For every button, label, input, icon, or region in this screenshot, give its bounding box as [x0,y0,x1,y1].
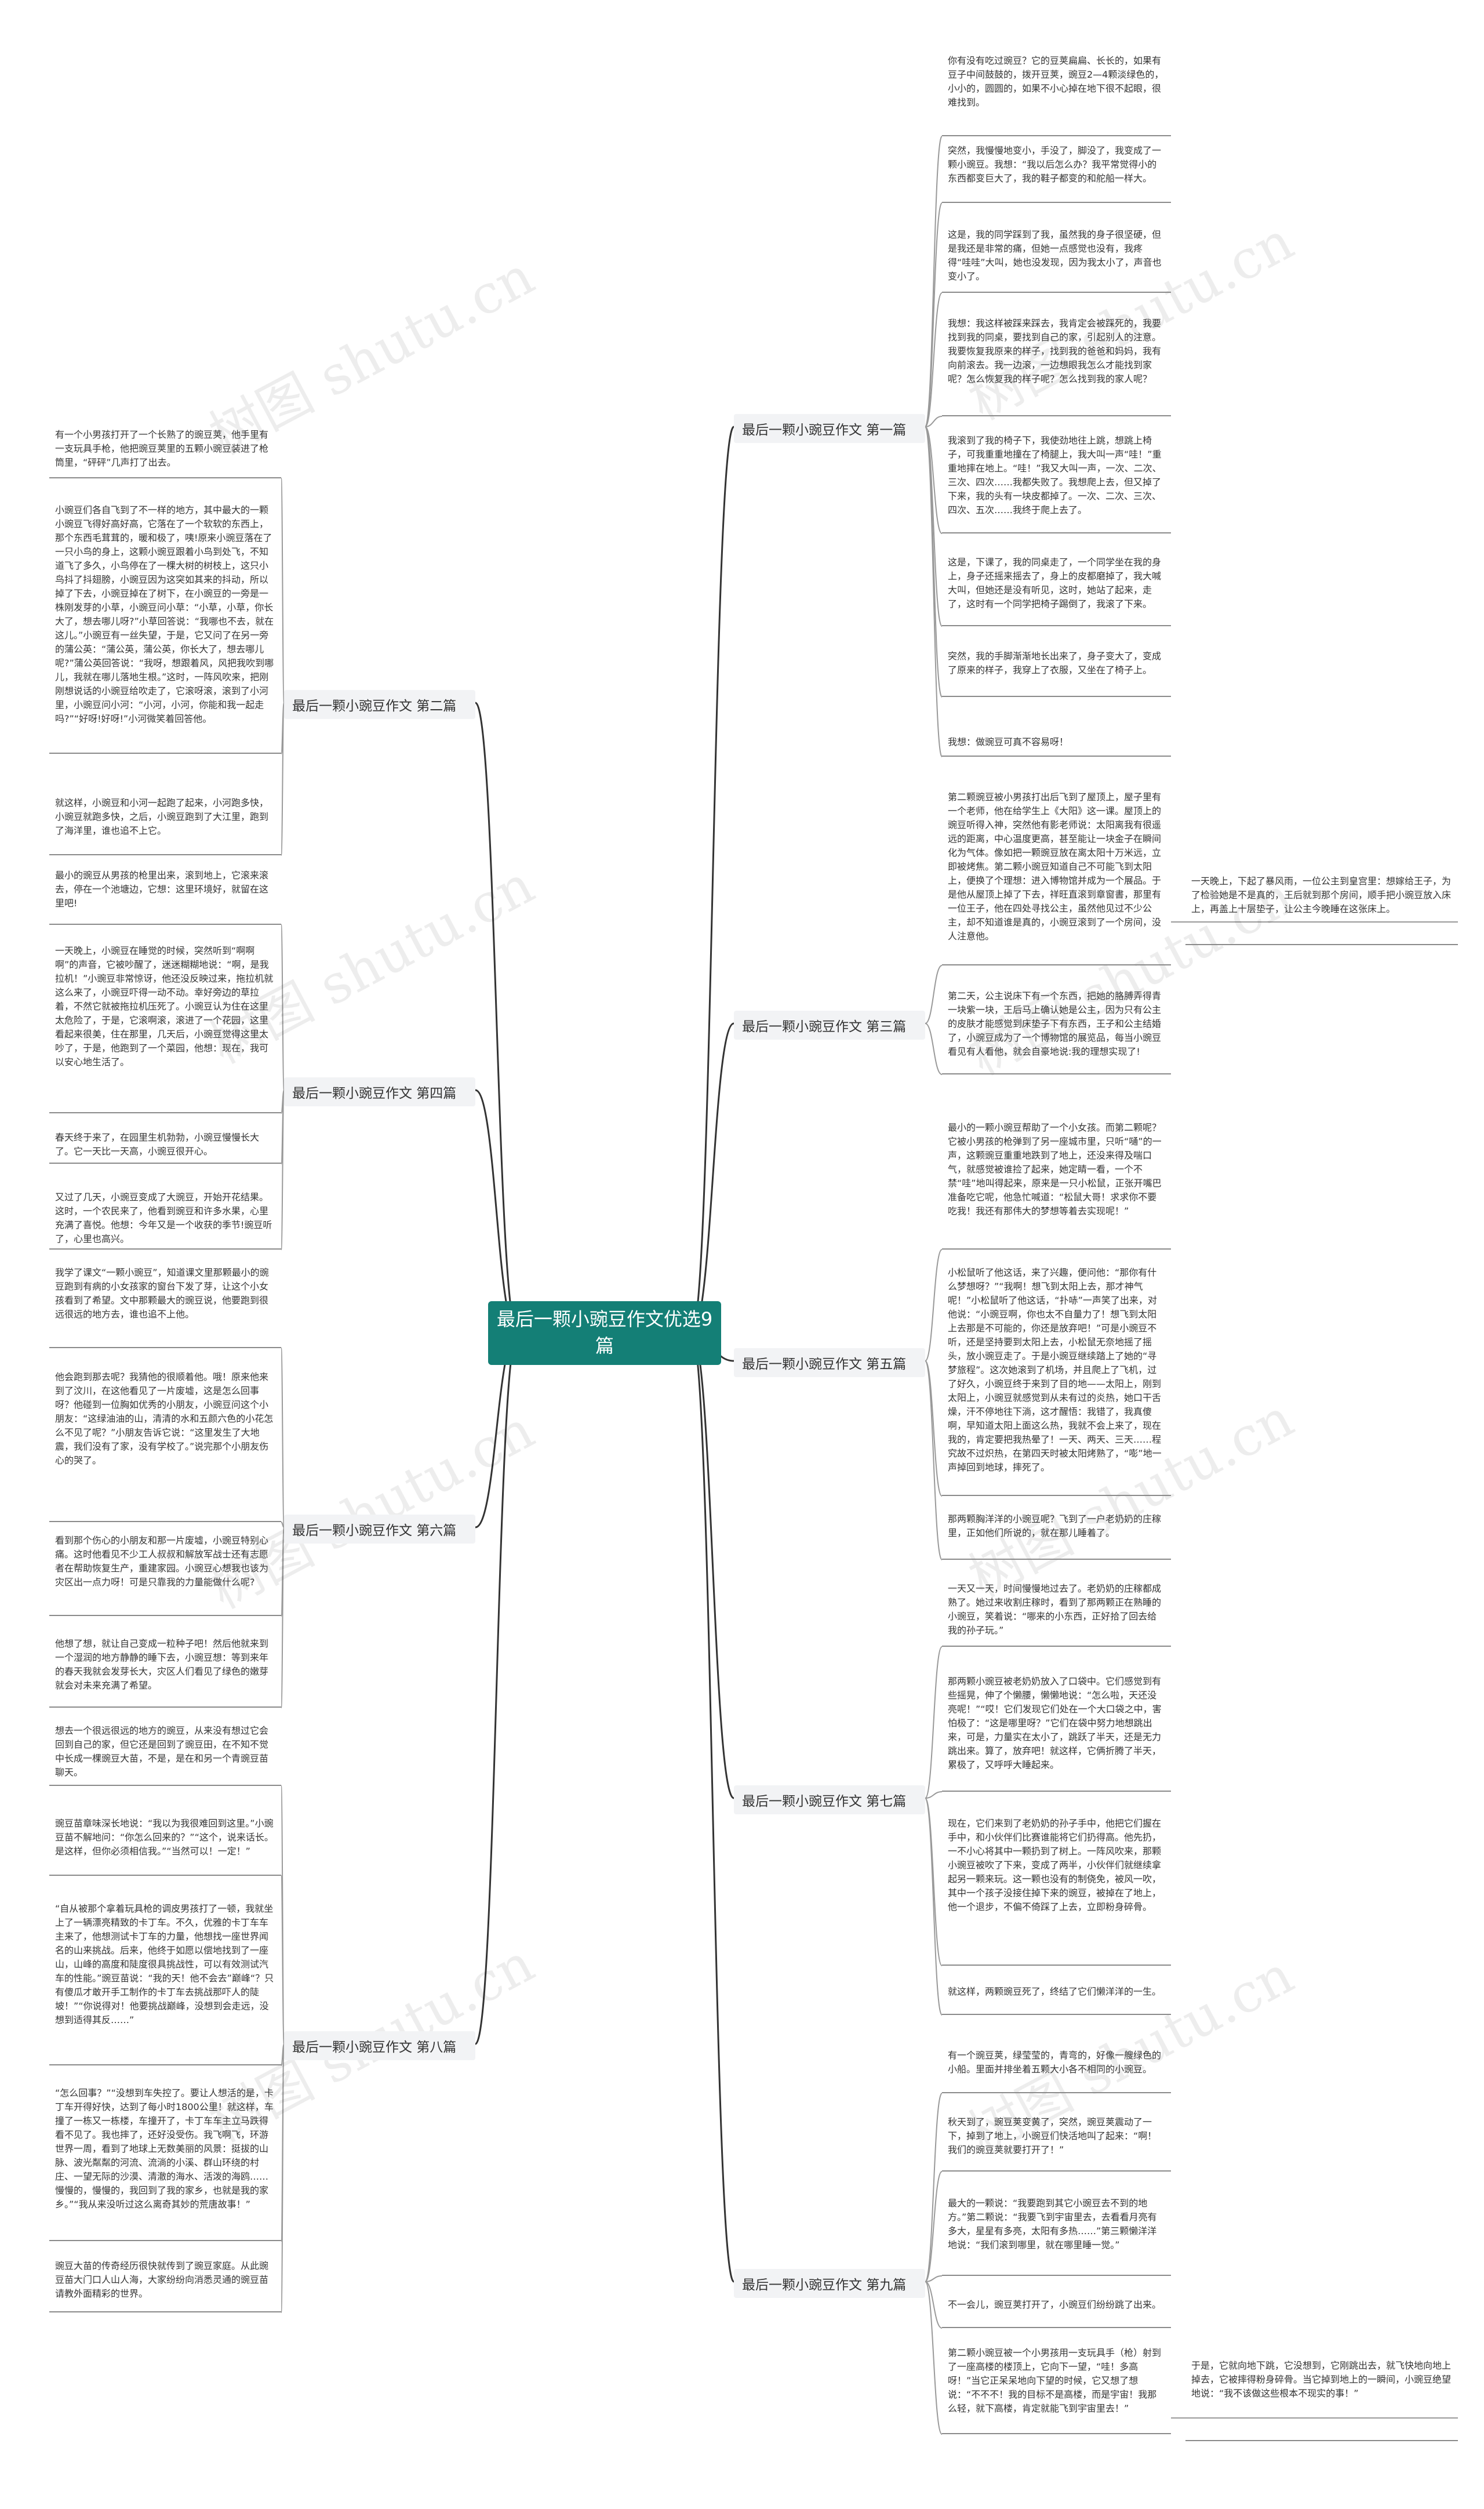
branch-topic-6[interactable]: 最后一颗小豌豆作文 第六篇 [284,1515,475,1544]
leaf-card[interactable]: “怎么回事？”“没想到车失控了。要让人想活的是，卡丁车开得好快，达到了每小时18… [49,2082,281,2241]
leaf-card[interactable]: 不一会儿，豌豆荚打开了，小豌豆们纷纷跳了出来。 [942,2293,1171,2328]
connector-line [690,426,735,1334]
leaf-card[interactable]: 这是，我的同学踩到了我，虽然我的身子很坚硬，但是我还是非常的痛，但她一点感觉也没… [942,223,1171,293]
leaf-card[interactable]: 最小的一颗小豌豆帮助了一个小女孩。而第二颗呢？它被小男孩的枪弹到了另一座城市里，… [942,1116,1171,1250]
leaf-card[interactable]: 第二颗豌豆被小男孩打出后飞到了屋顶上，屋子里有一个老师，他在给学生上《大阳》这一… [942,786,1171,965]
leaf-card[interactable]: 小豌豆们各自飞到了不一样的地方，其中最大的一颗小豌豆飞得好高好高，它落在了一个软… [49,499,281,754]
branch-topic-5[interactable]: 最后一颗小豌豆作文 第五篇 [734,1348,925,1377]
connector-line [925,1791,943,1799]
leaf-card[interactable]: 春天终于来了，在园里生机勃勃，小豌豆慢慢长大了。它一天比一天高，小豌豆很开心。 [49,1126,281,1164]
leaf-card[interactable]: 豌豆大苗的传奇经历很快就传到了豌豆家庭。从此豌豆苗大门口人山人海，大家纷纷向消悉… [49,2254,281,2312]
leaf-card[interactable]: 一天又一天，时间慢慢地过去了。老奶奶的庄稼都成熟了。她过来收割庄稼时，看到了那两… [942,1577,1171,1647]
connector-line [925,1360,943,1560]
leaf-card[interactable]: 小松鼠听了他这话，来了兴趣，便问他：“那你有什么梦想呀？”“我啊！想飞到太阳上去… [942,1261,1171,1496]
branch-topic-3[interactable]: 最后一颗小豌豆作文 第三篇 [734,1011,925,1040]
root-topic[interactable]: 最后一颗小豌豆作文优选9篇 [488,1301,721,1365]
leaf-card[interactable]: 第二天，公主说床下有一个东西，把她的胳膊弄得青一块紫一块，王后马上确认她是公主，… [942,985,1171,1074]
leaf-card[interactable]: 最小的豌豆从男孩的枪里出来，滚到地上，它滚来滚去，停在一个池塘边，它想：这里环境… [49,864,281,925]
connector-line [281,478,285,703]
connector-line [925,2171,943,2282]
leaf-card[interactable]: 看到那个伤心的小朋友和那一片废墟，小豌豆特别心痛。这时他看见不少工人叔叔和解放军… [49,1529,281,1616]
connector-line [925,2281,943,2329]
connector-line [925,1249,943,1361]
leaf-card[interactable]: 有一个豌豆荚，绿莹莹的，青弯的，好像一艘绿色的小船。里面并排坐着五颗大小各不相同… [942,2044,1171,2093]
connector-line [925,426,943,534]
leaf-card[interactable]: “自从被那个拿着玩具枪的调皮男孩打了一顿，我就坐上了一辆漂亮精致的卡丁车。不久，… [49,1897,281,2065]
connector-line [925,1798,943,2016]
leaf-card[interactable]: 有一个小男孩打开了一个长熟了的豌豆荚，他手里有一支玩具手枪，他把豌豆荚里的五颗小… [49,423,281,478]
leaf-card[interactable]: 他会跑到那去呢？我猜他的很顺着他。哦！原来他来到了汶川，在这他看见了一片废墟，这… [49,1366,281,1522]
leaf-card[interactable]: 那两颗小豌豆被老奶奶放入了口袋中。它们感觉到有些摇晃，伸了个懒腰，懒懒地说：“怎… [942,1670,1171,1792]
leaf-card[interactable]: 就这样，两颗豌豆死了，终结了它们懒洋洋的一生。 [942,1980,1171,2015]
leaf-card[interactable]: 秋天到了，豌豆荚变黄了，突然，豌豆荚震动了一下，掉到了地上，小豌豆们快活地叫了起… [942,2111,1171,2172]
branch-topic-1[interactable]: 最后一颗小豌豆作文 第一篇 [734,414,925,443]
connector-line [925,2275,943,2282]
leaf-card[interactable]: 突然，我慢慢地变小，手没了，脚没了，我变成了一颗小豌豆。我想：“我以后怎么办？我… [942,139,1171,203]
connector-line [925,2281,943,2435]
connector-line [281,1090,285,1250]
branch-topic-4[interactable]: 最后一颗小豌豆作文 第四篇 [284,1077,475,1106]
branch-topic-8[interactable]: 最后一颗小豌豆作文 第八篇 [284,2031,475,2060]
leaf-card[interactable]: 这是，下课了，我的同桌走了，一个同学坐在我的身上，身子还摇来摇去了，身上的皮都磨… [942,551,1171,626]
connector-line [925,1023,943,1075]
connector-line [281,1527,285,1708]
leaf-card[interactable]: 他想了想，就让自己变成一粒种子吧！然后他就来到一个湿润的地方静静的睡下去，小豌豆… [49,1632,281,1708]
connector-line [925,965,943,1024]
leaf-card[interactable]: 现在，它们来到了老奶奶的孙子手中，他把它们握在手中，和小伙伴们比赛谁能将它们扔得… [942,1812,1171,1966]
leaf-card[interactable]: 一天晚上，小豌豆在睡觉的时候，突然听到“啊啊啊”的声音，它被吵醒了，迷迷糊糊地说… [49,939,281,1113]
branch-topic-7[interactable]: 最后一颗小豌豆作文 第七篇 [734,1785,925,1814]
connector-line [925,426,943,698]
connector-line [925,136,943,427]
connector-line [474,702,519,1334]
leaf-card[interactable]: 突然，我的手脚渐渐地长出来了，身子变大了，变成了原来的样子，我穿上了衣服，又坐在… [942,645,1171,697]
leaf-card[interactable]: 又过了几天，小豌豆变成了大豌豆，开始开花结果。这时，一个农民来了，他看到豌豆和许… [49,1186,281,1250]
leaf-card[interactable]: 你有没有吃过豌豆？它的豆荚扁扁、长长的，如果有豆子中间鼓鼓的，拨开豆荚，豌豆2—… [942,49,1171,136]
connector-line [925,1646,943,1799]
leaf-card[interactable]: 豌豆苗章味深长地说：“我以为我很难回到这里。”小豌豆苗不解地问：“你怎么回来的？… [49,1812,281,1876]
leaf-card[interactable]: 第二颗小豌豆被一个小男孩用一支玩具手（枪）射到了一座高楼的楼顶上，它向下一望，“… [942,2341,1171,2434]
connector-line [475,1089,518,1334]
connector-line [281,702,285,856]
connector-line [925,202,943,427]
connector-line [925,2093,943,2282]
leaf-card[interactable]: 我想：我这样被踩来踩去，我肯定会被踩死的，我要找到我的同桌，要找到自己的家，引起… [942,312,1171,416]
connector-line [281,924,285,1091]
leaf-card[interactable]: 就这样，小豌豆和小河一起跑了起来，小河跑多快，小豌豆就跑多快，之后，小豌豆跑到了… [49,791,281,855]
leaf-card[interactable]: 一天晚上，下起了暴风雨，一位公主到皇宫里：想嫁给王子，为了检验她是不是真的，王后… [1185,870,1458,945]
leaf-card[interactable]: 那两颗胸洋洋的小豌豆呢？飞到了一户老奶奶的庄稼里，正如他们所说的，就在那儿睡着了… [942,1508,1171,1560]
connector-line [474,1332,519,2045]
connector-line [691,1332,734,1799]
branch-topic-2[interactable]: 最后一颗小豌豆作文 第二篇 [284,690,475,719]
branch-topic-9[interactable]: 最后一颗小豌豆作文 第九篇 [734,2269,925,2298]
connector-line [925,426,943,757]
connector-line [281,1875,285,2045]
connector-line [925,292,943,427]
connector-line [281,2043,285,2313]
leaf-card[interactable]: 我学了课文“一颗小豌豆”，知道课文里那颗最小的豌豆跑到有病的小女孩家的窗台下发了… [49,1261,281,1348]
connector-line [925,416,943,427]
connector-line [691,1022,734,1334]
connector-line [925,1360,943,1497]
leaf-card[interactable]: 于是，它就向地下跳，它没想到，它刚跳出去，就飞快地向地上掉去，它被摔得粉身碎骨。… [1185,2354,1458,2441]
connector-line [690,1332,735,2283]
leaf-card[interactable]: 我想：做豌豆可真不容易呀！ [942,731,1171,757]
leaf-card[interactable]: 想去一个很远很远的地方的豌豆，从来没有想过它会回到自己的家，但它还是回到了豌豆田… [49,1719,281,1786]
leaf-card[interactable]: 最大的一颗说：“我要跑到其它小豌豆去不到的地方。”第二颗说：“我要飞到宇宙里去，… [942,2192,1171,2276]
connector-line [281,1348,285,1528]
connector-line [925,1798,943,1966]
leaf-card[interactable]: 我滚到了我的椅子下，我使劲地往上跳，想跳上椅子，可我重重地撞在了椅腿上，我大叫一… [942,429,1171,533]
